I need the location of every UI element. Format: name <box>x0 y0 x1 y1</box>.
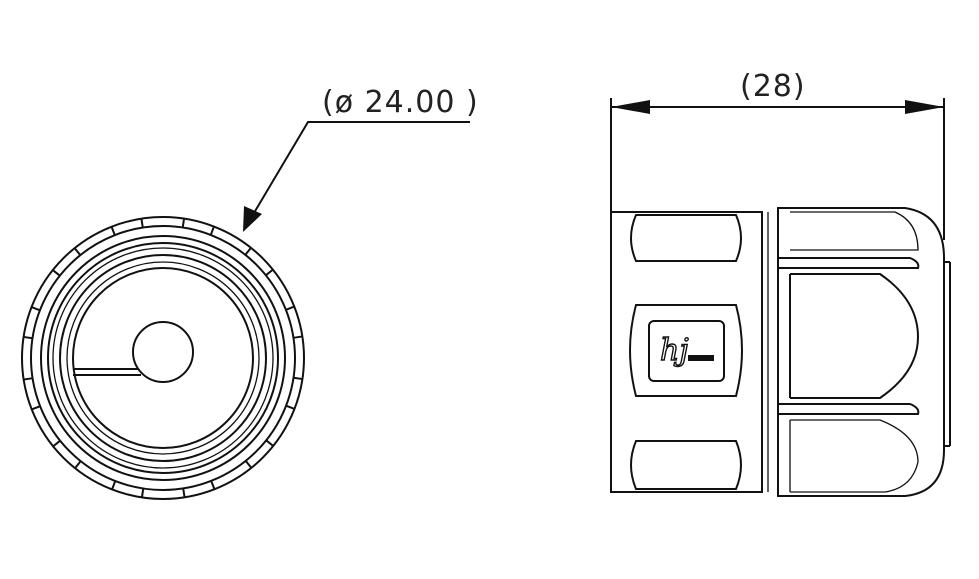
knurl-notches <box>23 218 303 498</box>
center-hole <box>132 321 194 383</box>
knurl-notch <box>244 247 274 277</box>
logo-frame <box>648 320 725 382</box>
cap-body <box>777 207 945 497</box>
body-ring-1 <box>40 235 286 481</box>
dimension-arrow-left <box>611 100 650 114</box>
cap-lobe-bottom <box>790 419 919 493</box>
cap-slot-bottom <box>778 403 920 415</box>
knurl-notch <box>285 376 303 410</box>
body-ring-3 <box>52 247 274 469</box>
outer-ring-inner-edge <box>30 225 296 491</box>
outer-knurl-ring <box>21 216 305 500</box>
dimension-arrow-right <box>905 100 944 114</box>
body-ring-6 <box>72 267 254 449</box>
length-label: (28) <box>740 69 806 104</box>
knurl-notch <box>182 480 216 498</box>
side-view: (28) hj <box>610 69 951 497</box>
knurl-notch <box>244 439 274 469</box>
knurl-notch <box>52 247 82 277</box>
knurl-notch <box>285 305 303 339</box>
cap-lobe-middle <box>790 273 920 399</box>
body-ring-5 <box>66 261 260 455</box>
body-ring-2 <box>47 242 279 474</box>
knurl-notch <box>23 377 41 411</box>
diameter-leader-line <box>247 121 470 224</box>
grip-pad-middle <box>629 304 743 397</box>
knurl-notch <box>23 306 41 340</box>
cap-slot-top <box>778 257 920 269</box>
front-view: (ø 24.00 ) <box>21 85 479 500</box>
logo-text: hj <box>660 333 689 368</box>
body-ring-4 <box>59 254 267 462</box>
knurl-notch <box>111 480 145 498</box>
logo-underline <box>688 355 714 361</box>
logo-mark: hj <box>659 332 714 369</box>
grip-pad-bottom <box>630 440 742 490</box>
knurl-notch <box>52 439 82 469</box>
knurl-notch <box>110 218 144 236</box>
grip-pad-top <box>630 214 742 262</box>
diameter-label: (ø 24.00 ) <box>322 85 479 120</box>
cap-lobe-top <box>790 211 919 251</box>
knurl-notch <box>181 218 215 236</box>
diameter-arrowhead <box>243 206 262 232</box>
